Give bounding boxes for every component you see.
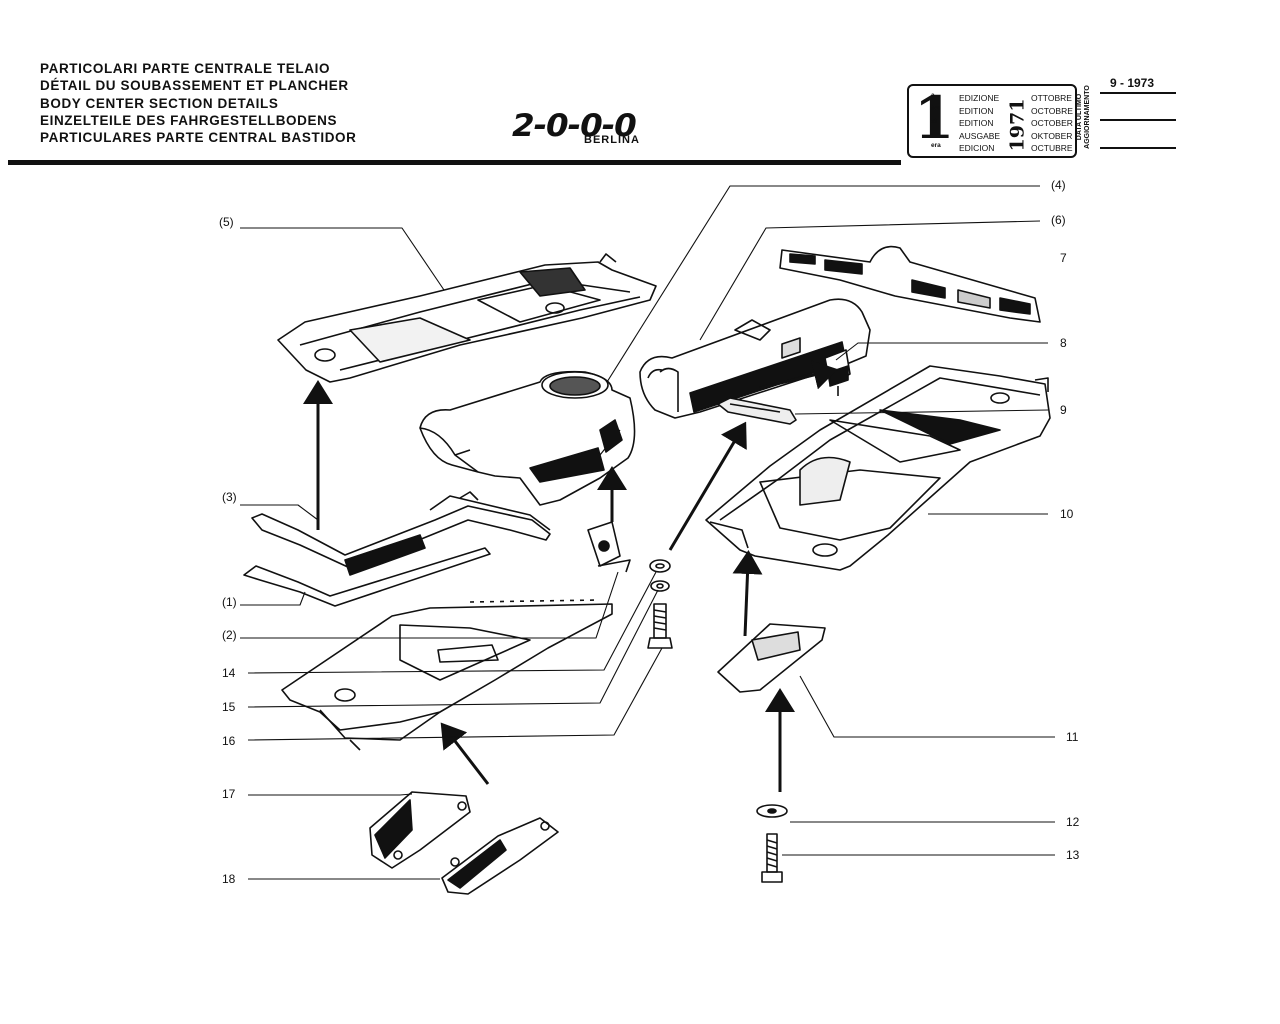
callout-10: 10 — [1060, 507, 1074, 521]
edition-number: 1 — [914, 84, 955, 152]
callout-1: (1) — [222, 595, 237, 609]
edition-box: 1 a ère st . , era EDIZIONE EDITION EDIT… — [907, 84, 1077, 158]
update-line — [1100, 92, 1176, 94]
edition-label: EDITION — [959, 105, 994, 116]
callout-4: (4) — [1051, 178, 1066, 192]
edition-month: OCTOBRE — [1031, 105, 1073, 116]
callout-6: (6) — [1051, 213, 1066, 227]
assembly-arrows — [303, 360, 838, 792]
update-date: 9 - 1973 — [1110, 76, 1155, 90]
part-14-washer — [649, 559, 671, 573]
edition-label: AUSGABE — [959, 130, 1001, 141]
title-english: BODY CENTER SECTION DETAILS — [40, 95, 279, 111]
edition-label: EDITION — [959, 118, 994, 129]
part-17-channel — [369, 791, 471, 869]
callout-15: 15 — [222, 700, 236, 714]
part-6-rear-tunnel — [639, 298, 871, 419]
part-5-front-floor-panel — [277, 253, 657, 383]
part-10-rear-floor — [705, 365, 1051, 571]
part-12-washer — [756, 804, 788, 818]
update-line — [1100, 147, 1176, 149]
callout-16: 16 — [222, 734, 236, 748]
part-1-side-rail — [243, 547, 491, 607]
part-13-screw — [761, 833, 783, 883]
callout-5: (5) — [219, 215, 234, 229]
model-logo: 2-0-0-0 — [512, 108, 637, 144]
title-french: DÉTAIL DU SOUBASSEMENT ET PLANCHER — [40, 78, 349, 94]
title-german: EINZELTEILE DES FAHRGESTELLBODENS — [40, 112, 338, 128]
part-4-front-tunnel — [419, 370, 636, 506]
edition-labels: EDIZIONE EDITION EDITION AUSGABE EDICION — [959, 92, 1000, 155]
part-3-side-rail — [251, 491, 551, 576]
title-spanish: PARTICULARES PARTE CENTRAL BASTIDOR — [40, 130, 357, 146]
edition-months: OTTOBRE OCTOBRE OCTOBER OKTOBER OCTUBRE — [1031, 92, 1073, 155]
header-titles: PARTICOLARI PARTE CENTRALE TELAIO DÉTAIL… — [40, 60, 357, 146]
callout-3: (3) — [222, 490, 237, 504]
update-line — [1100, 119, 1176, 121]
part-15-washer — [650, 580, 670, 592]
title-italian: PARTICOLARI PARTE CENTRALE TELAIO — [40, 61, 331, 76]
edition-month: OCTUBRE — [1031, 143, 1073, 154]
callout-2: (2) — [222, 628, 237, 642]
edition-suffix: era — [931, 142, 941, 149]
edition-suffix: a — [931, 92, 935, 99]
callout-8: 8 — [1060, 336, 1067, 350]
leader-lines — [240, 185, 1055, 880]
part-7-crossmember — [779, 245, 1041, 323]
edition-month: OCTOBER — [1031, 118, 1073, 129]
header-rule — [8, 160, 901, 165]
callout-7: 7 — [1060, 251, 1067, 265]
part-8-bracket — [824, 349, 851, 396]
edition-label: EDICION — [959, 143, 995, 154]
part-16-bolt — [647, 603, 673, 649]
callout-13: 13 — [1066, 848, 1080, 862]
edition-suffix: ère — [931, 105, 941, 112]
callout-11: 11 — [1066, 730, 1079, 744]
edition-month: OKTOBER — [1031, 130, 1073, 141]
callout-17: 17 — [222, 787, 236, 801]
part-18-channel — [441, 817, 559, 895]
callout-9: 9 — [1060, 403, 1067, 417]
model-subtitle: BERLINA — [584, 134, 640, 146]
part-11-pad — [717, 623, 826, 693]
part-9-small-plate — [717, 397, 797, 425]
edition-suffix: . , — [931, 130, 937, 137]
part-2-bracket — [587, 521, 631, 573]
edition-month: OTTOBRE — [1031, 93, 1072, 103]
callout-14: 14 — [222, 666, 236, 680]
callout-18: 18 — [222, 872, 236, 886]
edition-label: EDIZIONE — [959, 93, 1000, 103]
edition-suffix: st — [931, 118, 937, 125]
callout-12: 12 — [1066, 815, 1080, 829]
lower-floor-section — [281, 599, 613, 751]
